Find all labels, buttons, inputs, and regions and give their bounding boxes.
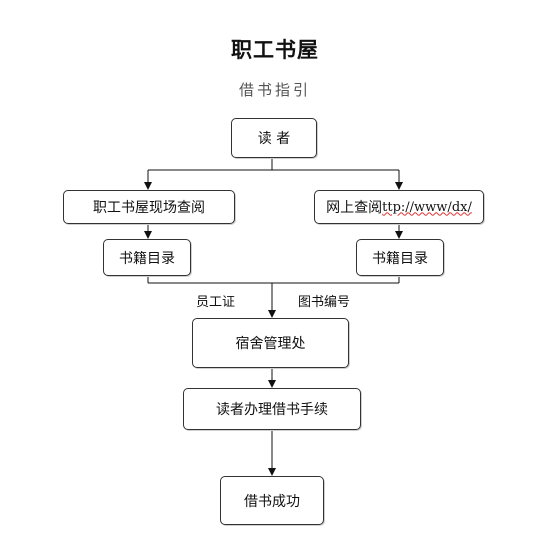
node-online-url: ttp://www/dx/ (382, 199, 472, 215)
label-staff-id: 员工证 (196, 295, 236, 310)
node-catalog-right: 书籍目录 (356, 239, 444, 276)
page-title: 职工书屋 (231, 37, 319, 62)
node-reader-label: 读 者 (257, 131, 291, 147)
label-book-number: 图书编号 (298, 295, 351, 310)
page-subtitle: 借书指引 (238, 81, 311, 99)
node-catalog-left: 书籍目录 (103, 239, 191, 276)
node-reader: 读 者 (231, 118, 317, 158)
node-success: 借书成功 (220, 476, 324, 525)
node-onsite-label: 职工书屋现场查阅 (93, 200, 205, 216)
node-onsite: 职工书屋现场查阅 (63, 190, 235, 224)
node-success-label: 借书成功 (244, 493, 300, 510)
node-procedure: 读者办理借书手续 (183, 388, 361, 430)
node-dorm-office-label: 宿舍管理处 (235, 336, 306, 352)
node-online-label: 网上查阅 (326, 200, 383, 216)
node-catalog-right-label: 书籍目录 (372, 250, 428, 267)
node-procedure-label: 读者办理借书手续 (216, 402, 328, 418)
node-dorm-office: 宿舍管理处 (192, 318, 349, 368)
node-catalog-left-label: 书籍目录 (119, 250, 175, 267)
node-online: 网上查阅 ttp://www/dx/ (314, 190, 484, 224)
